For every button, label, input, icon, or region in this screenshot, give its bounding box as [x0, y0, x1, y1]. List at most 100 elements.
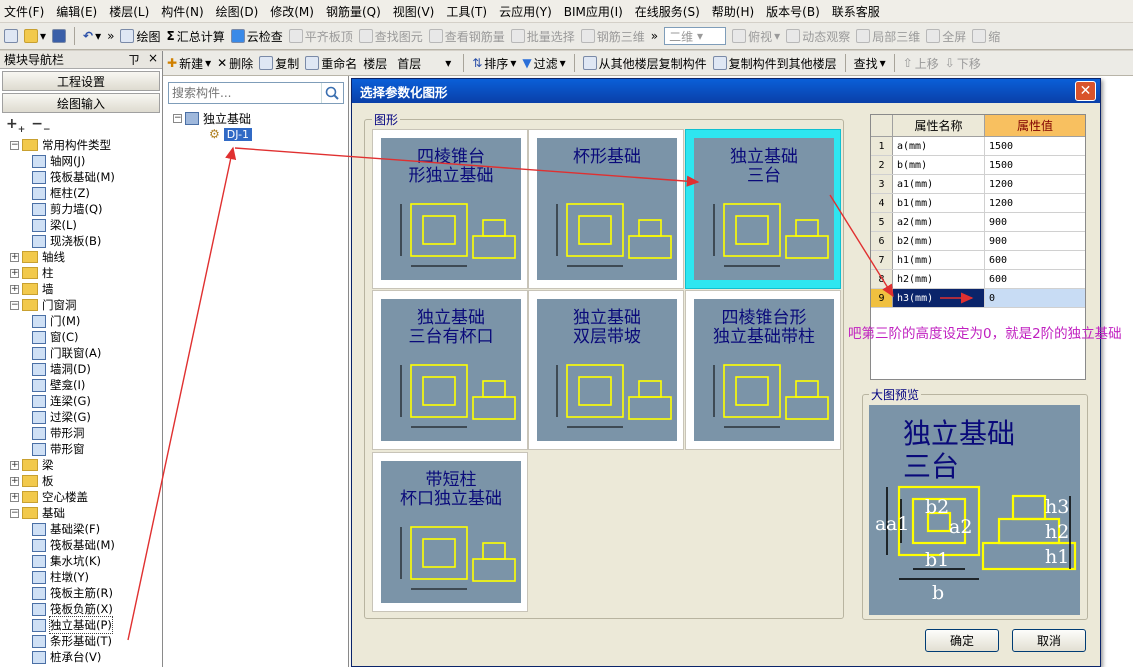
tree-item[interactable]: 连梁(G) — [10, 393, 162, 409]
view-mode-select[interactable]: 二维 ▾ — [664, 27, 727, 45]
property-value-cell[interactable]: 1200 — [989, 197, 1014, 209]
tree-item[interactable]: −基础 — [10, 505, 162, 521]
property-value-cell[interactable]: 1500 — [989, 140, 1014, 152]
copy-to-floor-button[interactable]: 复制构件到其他楼层 — [712, 55, 837, 72]
search-button[interactable] — [321, 83, 341, 103]
batch-select-button[interactable]: 批量选择 — [510, 28, 575, 45]
tree-item[interactable]: +墙 — [10, 281, 162, 297]
tree-item[interactable]: 基础梁(F) — [10, 521, 162, 537]
open-file-button[interactable]: ▾ — [24, 29, 46, 43]
tree-item[interactable]: 门(M) — [10, 313, 162, 329]
filter-button[interactable]: ▼过滤▾ — [522, 56, 566, 71]
rename-component-button[interactable]: 重命名 — [305, 55, 357, 72]
menu-item-11[interactable]: 在线服务(S) — [634, 4, 700, 19]
shape-tile[interactable]: 四棱锥台 形独立基础 — [372, 129, 528, 289]
toolbar-overflow-2[interactable]: » — [650, 29, 659, 43]
tree-item[interactable]: 框柱(Z) — [10, 185, 162, 201]
expand-toggle[interactable]: + — [10, 459, 19, 470]
tree-item[interactable]: 筏板基础(M) — [10, 537, 162, 553]
expand-toggle[interactable]: + — [10, 475, 19, 486]
menu-item-13[interactable]: 版本号(B) — [766, 4, 820, 19]
menu-item-6[interactable]: 钢筋量(Q) — [325, 4, 381, 19]
menu-item-8[interactable]: 工具(T) — [446, 4, 488, 19]
tree-item[interactable]: 轴网(J) — [10, 153, 162, 169]
toolbar-overflow[interactable]: » — [107, 29, 115, 43]
tree-item[interactable]: 条形基础(T) — [10, 633, 162, 649]
shape-tile[interactable]: 独立基础 三台 — [685, 129, 841, 289]
tree-item[interactable]: 桩承台(V) — [10, 649, 162, 665]
save-button[interactable] — [52, 29, 67, 43]
menu-item-12[interactable]: 帮助(H) — [711, 4, 755, 19]
expand-all-icon[interactable]: ++ — [6, 115, 26, 135]
property-value-cell[interactable]: 0 — [985, 289, 1085, 307]
tree-item[interactable]: +空心楼盖 — [10, 489, 162, 505]
tree-item[interactable]: −门窗洞 — [10, 297, 162, 313]
drawing-input-button[interactable]: 绘图输入 — [2, 93, 160, 113]
move-up-button[interactable]: ⇧上移 — [903, 55, 939, 72]
collapse-all-icon[interactable]: −− — [31, 115, 51, 135]
view-rebar-button[interactable]: 查看钢筋量 — [428, 28, 505, 45]
tree-item[interactable]: 带形洞 — [10, 425, 162, 441]
tree-item[interactable]: 门联窗(A) — [10, 345, 162, 361]
expand-toggle[interactable]: + — [10, 251, 19, 262]
collapse-toggle[interactable]: − — [10, 507, 19, 518]
collapse-toggle[interactable]: − — [10, 299, 19, 310]
collapse-toggle[interactable]: − — [173, 113, 182, 123]
property-value-cell[interactable]: 600 — [989, 254, 1008, 266]
property-value-cell[interactable]: 900 — [989, 216, 1008, 228]
dialog-close-button[interactable]: ✕ — [1075, 81, 1096, 101]
tree-item[interactable]: 过梁(G) — [10, 409, 162, 425]
sort-button[interactable]: ⇅排序▾ — [472, 56, 517, 71]
tree-item[interactable]: 带形窗 — [10, 441, 162, 457]
copy-component-button[interactable]: 复制 — [259, 55, 299, 72]
menu-item-1[interactable]: 编辑(E) — [56, 4, 98, 19]
find-element-button[interactable]: 查找图元 — [358, 28, 423, 45]
property-value-cell[interactable]: 1500 — [989, 159, 1014, 171]
tree-item[interactable]: 集水坑(K) — [10, 553, 162, 569]
shape-tile[interactable]: 独立基础 双层带坡 — [528, 290, 684, 450]
pin-icon[interactable]: ㄗ — [127, 53, 140, 67]
tree-item[interactable]: 剪力墙(Q) — [10, 201, 162, 217]
top-view-button[interactable]: 俯视▾ — [732, 28, 780, 45]
tree-item[interactable]: 壁龛(I) — [10, 377, 162, 393]
shape-tile[interactable]: 杯形基础 — [528, 129, 684, 289]
tree-item[interactable]: 独立基础(P) — [10, 616, 162, 634]
flat-slab-button[interactable]: 平齐板顶 — [288, 28, 353, 45]
expand-toggle[interactable]: + — [10, 491, 19, 502]
menu-item-14[interactable]: 联系客服 — [831, 4, 880, 19]
copy-from-floor-button[interactable]: 从其他楼层复制构件 — [582, 55, 707, 72]
expand-toggle[interactable]: + — [10, 283, 19, 294]
menu-item-0[interactable]: 文件(F) — [4, 4, 45, 19]
tree-item[interactable]: 筏板基础(M) — [10, 169, 162, 185]
menu-item-9[interactable]: 云应用(Y) — [499, 4, 552, 19]
property-value-cell[interactable]: 600 — [989, 273, 1008, 285]
close-icon[interactable]: × — [147, 51, 158, 65]
menu-item-2[interactable]: 楼层(L) — [109, 4, 150, 19]
new-component-button[interactable]: ✚新建▾ — [167, 56, 212, 71]
draw-button[interactable]: 绘图 — [120, 28, 160, 45]
local-3d-button[interactable]: 局部三维 — [856, 28, 920, 45]
undo-button[interactable]: ↶▾ — [83, 29, 102, 43]
rebar-3d-button[interactable]: 钢筋三维 — [580, 28, 645, 45]
tree-item[interactable]: 现浇板(B) — [10, 233, 162, 249]
tree-item[interactable]: +柱 — [10, 265, 162, 281]
collapse-toggle[interactable]: − — [10, 139, 19, 150]
dynamic-observe-button[interactable]: 动态观察 — [786, 28, 850, 45]
tree-item[interactable]: +板 — [10, 473, 162, 489]
find-button[interactable]: 查找▾ — [853, 56, 886, 71]
menu-item-10[interactable]: BIM应用(I) — [563, 4, 623, 19]
project-settings-button[interactable]: 工程设置 — [2, 71, 160, 91]
tree-item[interactable]: 筏板主筋(R) — [10, 585, 162, 601]
new-file-button[interactable] — [4, 29, 18, 43]
delete-component-button[interactable]: ✕删除 — [217, 55, 253, 72]
property-value-cell[interactable]: 900 — [989, 235, 1008, 247]
tree-item[interactable]: 柱墩(Y) — [10, 569, 162, 585]
